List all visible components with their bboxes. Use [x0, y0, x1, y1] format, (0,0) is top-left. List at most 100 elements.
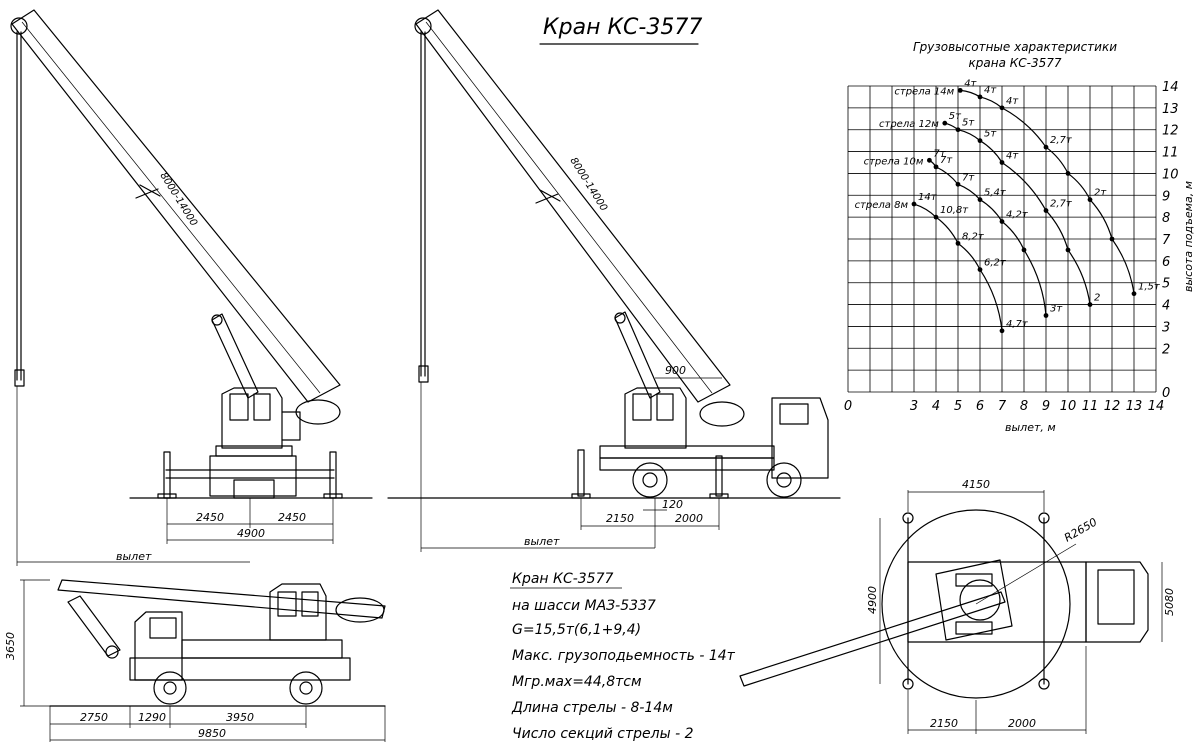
boom-length-label-1: 8000-14000: [157, 171, 199, 228]
spec-line-2: на шасси МАЗ-5337: [512, 598, 656, 614]
chart-x-tick-label: 10: [1060, 399, 1077, 414]
chart-y-tick-label: 5: [1162, 277, 1170, 292]
chart-x-tick-label: 6: [976, 399, 984, 414]
chart-x-tick-label: 13: [1126, 399, 1143, 414]
outrigger-rear-view: 8000-14000 2450 2450 4900 вылет: [10, 9, 373, 566]
chart-point: [955, 181, 961, 187]
plan-view: R2650 4150 4900 5080 2150 2000: [739, 478, 1176, 734]
chart-title-line-1: Грузовысотные характеристики: [913, 40, 1117, 54]
chart-point: [927, 157, 932, 163]
chart-point-label: 14т: [918, 192, 938, 203]
transport-dim-total: 9850: [198, 727, 226, 740]
chart-point: [911, 201, 917, 207]
chart-point: [955, 127, 961, 133]
chart-y-tick-label: 13: [1162, 102, 1179, 117]
chart-y-tick-label: 0: [1162, 386, 1170, 401]
chart-point: [933, 164, 939, 170]
chart-point: [999, 105, 1005, 111]
plan-dim-right: 2000: [1008, 717, 1036, 730]
chart-x-tick-label: 5: [954, 399, 962, 414]
chart-series-name: стрела 14м: [894, 86, 954, 97]
side-offset-label: 900: [665, 364, 686, 377]
chart-title-line-2: крана КС-3577: [969, 56, 1062, 70]
drawing-title: Кран КС-3577: [543, 15, 702, 40]
chart-point: [1043, 313, 1049, 318]
chart-point: [977, 94, 983, 100]
rear-dim-left: 2450: [196, 511, 224, 524]
chart-y-tick-label: 10: [1162, 167, 1179, 182]
side-dim-left: 2150: [606, 512, 634, 525]
chart-y-axis-label: высота подъема, м: [1182, 181, 1195, 292]
transport-dim-2: 1290: [138, 711, 166, 724]
drawing-title-block: Кран КС-3577: [539, 15, 702, 45]
chart-point-label: 7т: [962, 172, 975, 183]
chart-point-label: 5т: [984, 129, 997, 140]
chart-point-label: 8,2т: [962, 231, 985, 242]
chart-point-label: 6,2т: [984, 258, 1007, 269]
chart-point: [1087, 197, 1093, 203]
chart-series-name: стрела 8м: [855, 200, 909, 211]
spec-list: Кран КС-3577 на шасси МАЗ-5337 G=15,5т(6…: [510, 571, 736, 742]
chart-series-name: стрела 10м: [864, 156, 924, 167]
chart-point-label: 2,7т: [1050, 199, 1073, 210]
chart-point-label: 5,4т: [984, 188, 1007, 199]
chart-x-tick-label: 14: [1148, 399, 1165, 414]
spec-line-5: Мгр.мах=44,8тсм: [512, 674, 642, 690]
chart-point: [1065, 171, 1071, 176]
chart-point: [977, 197, 983, 203]
chart-y-tick-label: 4: [1162, 299, 1170, 314]
chart-point: [1087, 302, 1093, 307]
transport-view: 3650 2750 1290 3950 9850: [4, 579, 386, 742]
chart-x-tick-label: 4: [932, 399, 940, 414]
chart-point: [999, 219, 1005, 224]
chart-x-tick-label: 7: [998, 399, 1007, 414]
spec-line-7: Число секций стрелы - 2: [512, 726, 694, 742]
chart-x-tick-label: 9: [1042, 399, 1050, 414]
chart-y-tick-label: 11: [1162, 146, 1179, 161]
chart-point: [1131, 291, 1137, 297]
plan-dim-left: 2150: [930, 717, 958, 730]
chart-point: [957, 87, 963, 93]
chart-point-label: 2,7т: [1050, 135, 1073, 146]
chart-point: [999, 328, 1005, 334]
chart-point-label: 4,7т: [1006, 319, 1029, 330]
transport-dim-1: 2750: [80, 711, 108, 724]
chart-series-name: стрела 12м: [879, 119, 939, 130]
chart-x-tick-label: 11: [1082, 399, 1099, 414]
spec-line-1: Кран КС-3577: [512, 571, 613, 587]
chart-x-tick-label: 3: [910, 399, 918, 414]
plan-depth: 4900: [866, 586, 879, 614]
side-dim-right: 2000: [675, 512, 703, 525]
chart-y-tick-label: 7: [1162, 233, 1171, 248]
chart-point-label: 2: [1094, 293, 1100, 304]
chart-point-label: 5т: [949, 111, 962, 122]
chart-point: [1109, 236, 1115, 242]
chart-x-tick-label: 8: [1020, 399, 1028, 414]
chart-y-tick-label: 12: [1162, 124, 1179, 139]
chart-y-tick-label: 3: [1162, 320, 1170, 335]
side-reach-label: вылет: [524, 535, 560, 548]
plan-truck-width: 5080: [1163, 588, 1176, 616]
chart-y-tick-label: 6: [1162, 255, 1170, 270]
spec-line-4: Макс. грузоподьемность - 14т: [512, 648, 736, 664]
chart-point-label: 4т: [1006, 151, 1019, 162]
chart-point: [977, 267, 983, 272]
chart-point-label: 4т: [984, 85, 997, 96]
chart-point-label: 2т: [1094, 188, 1107, 199]
chart-point: [1043, 208, 1049, 213]
side-dim-offset: 120: [662, 498, 683, 511]
chart-point: [1065, 247, 1071, 253]
chart-point-label: 7т: [940, 155, 953, 166]
plan-radius: R2650: [1062, 516, 1099, 545]
chart-point-label: 4т: [964, 78, 977, 89]
rear-reach-label: вылет: [116, 550, 152, 563]
chart-point-label: 5т: [962, 118, 975, 129]
spec-line-6: Длина стрелы - 8-14м: [511, 700, 673, 716]
chart-y-tick-label: 2: [1162, 342, 1170, 357]
